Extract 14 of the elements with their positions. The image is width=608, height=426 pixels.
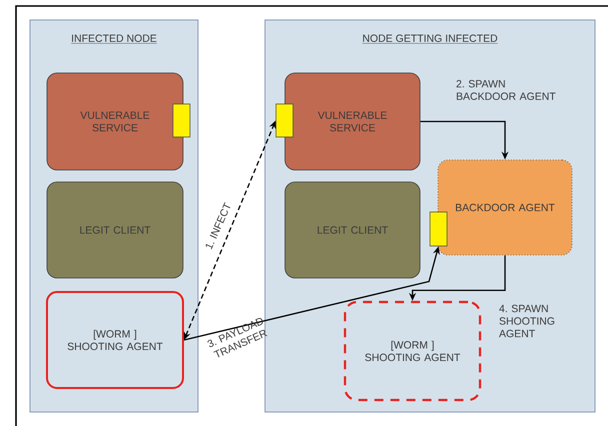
service-box: VULNERABLE SERVICE — [284, 72, 420, 170]
port-box — [430, 212, 448, 246]
port-box — [172, 104, 190, 138]
service-box: VULNERABLE SERVICE — [46, 72, 184, 170]
port-box — [276, 104, 294, 138]
edge-label: 2. SPAWN BACKDOOR AGENT — [456, 80, 556, 100]
client-box: LEGIT CLIENT — [46, 182, 184, 278]
panel-heading: INFECTED NODE — [70, 34, 158, 44]
client-box: LEGIT CLIENT — [284, 182, 420, 278]
panel-heading: NODE GETTING INFECTED — [362, 34, 498, 44]
agent-box: BACKDOOR AGENT — [438, 160, 572, 256]
agent-box: [WORM ] SHOOTING AGENT — [46, 291, 184, 389]
edge-label: 4. SPAWN SHOOTING AGENT — [499, 304, 554, 338]
agent-box: [WORM ] SHOOTING AGENT — [344, 300, 482, 402]
